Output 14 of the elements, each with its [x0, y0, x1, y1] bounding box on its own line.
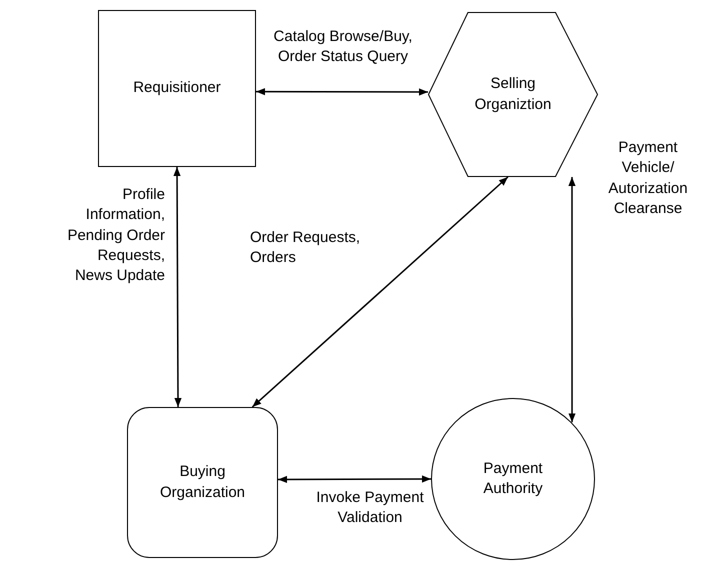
- entity-label: Selling Organiztion: [474, 74, 552, 114]
- entity-label: Payment Authority: [482, 458, 544, 499]
- edge-label: Invoke Payment Validation: [315, 488, 425, 528]
- edge-label: Order Requests, Orders: [250, 228, 362, 268]
- edge-label: Payment Vehicle/ Autorization Clearanse: [607, 138, 689, 219]
- entity-label: Requisitioner: [132, 78, 222, 98]
- double-arrow: [568, 177, 576, 422]
- edge-label: Profile Information, Pending Order Requests, News Update: [66, 185, 165, 286]
- double-arrow: [252, 176, 508, 408]
- edge-label: Catalog Browse/Buy, Order Status Query: [272, 27, 414, 68]
- double-arrow: [256, 88, 428, 96]
- double-arrow: [173, 167, 182, 407]
- double-arrow: [278, 475, 431, 484]
- entity-label: Buying Organization: [158, 462, 246, 502]
